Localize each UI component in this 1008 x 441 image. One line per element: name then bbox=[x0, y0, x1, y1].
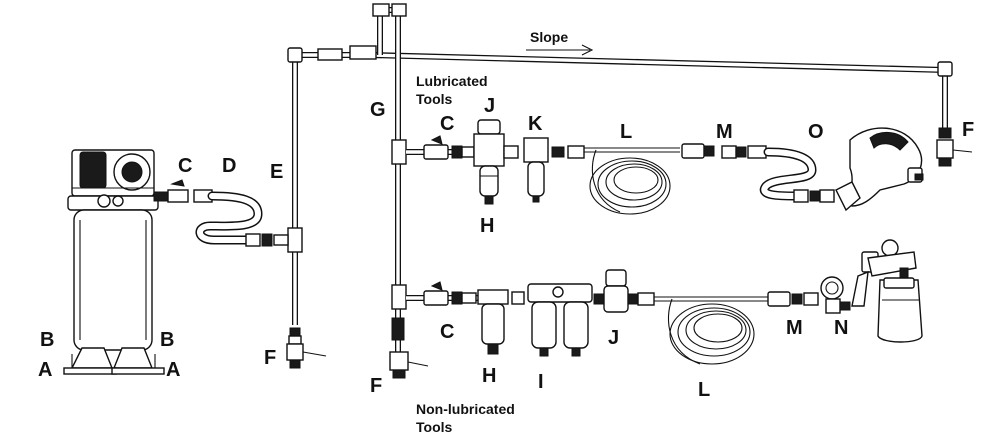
coupler-upper bbox=[721, 145, 767, 159]
whip-hose-upper bbox=[759, 147, 835, 203]
slope-arrow-icon bbox=[526, 44, 594, 56]
callout-letters: B A B A C D E F G C J K H L M O F C H I … bbox=[38, 95, 974, 401]
air-compressor bbox=[63, 149, 169, 375]
label-i-dryer: I bbox=[538, 371, 544, 393]
nonlubricated-note-line2: Tools bbox=[416, 419, 453, 435]
label-c-supply: C bbox=[178, 155, 192, 177]
label-o-impact-wrench: O bbox=[808, 121, 824, 143]
slope-note: Slope bbox=[530, 29, 568, 45]
label-m-lower: M bbox=[786, 317, 803, 339]
label-h-lubricated: H bbox=[480, 215, 494, 237]
label-a-left: A bbox=[38, 359, 52, 381]
drain-valve-e bbox=[286, 343, 327, 369]
label-f-riser: F bbox=[264, 347, 276, 369]
label-n-regulator: N bbox=[834, 317, 848, 339]
coupler-lower bbox=[767, 291, 819, 307]
label-a-right: A bbox=[166, 359, 180, 381]
label-l-lower-hose: L bbox=[698, 379, 710, 401]
label-f-right: F bbox=[962, 119, 974, 141]
coiled-hose-lower bbox=[654, 296, 768, 365]
drain-valve-right bbox=[936, 127, 973, 167]
supply-hose bbox=[167, 179, 289, 247]
label-m-upper: M bbox=[716, 121, 733, 143]
label-b-right: B bbox=[160, 329, 174, 351]
label-h-nonlubricated: H bbox=[482, 365, 496, 387]
spray-gun bbox=[851, 239, 923, 343]
notes: Slope Lubricated Tools Non-lubricated To… bbox=[416, 29, 594, 435]
lubricated-note-line1: Lubricated bbox=[416, 73, 488, 89]
pipe-fittings bbox=[287, 3, 953, 345]
nonlubricated-line bbox=[406, 269, 655, 357]
label-l-upper-hose: L bbox=[620, 121, 632, 143]
label-b-left: B bbox=[40, 329, 54, 351]
nonlubricated-note-line1: Non-lubricated bbox=[416, 401, 515, 417]
lubricated-note-line2: Tools bbox=[416, 91, 453, 107]
label-c-lubricated: C bbox=[440, 113, 454, 135]
label-f-bottom: F bbox=[370, 375, 382, 397]
label-e-riser: E bbox=[270, 161, 283, 183]
label-j-nonlubricated: J bbox=[608, 327, 619, 349]
label-d-supply-hose: D bbox=[222, 155, 236, 177]
inline-regulator bbox=[820, 276, 851, 314]
label-k-lubricator: K bbox=[528, 113, 543, 135]
label-j-lubricated: J bbox=[484, 95, 495, 117]
lubricated-line bbox=[406, 119, 585, 205]
label-g-downpipe: G bbox=[370, 99, 386, 121]
coiled-hose-upper bbox=[584, 143, 715, 215]
drain-valve-g bbox=[389, 351, 429, 379]
label-c-nonlubricated: C bbox=[440, 321, 454, 343]
impact-wrench bbox=[835, 127, 924, 212]
